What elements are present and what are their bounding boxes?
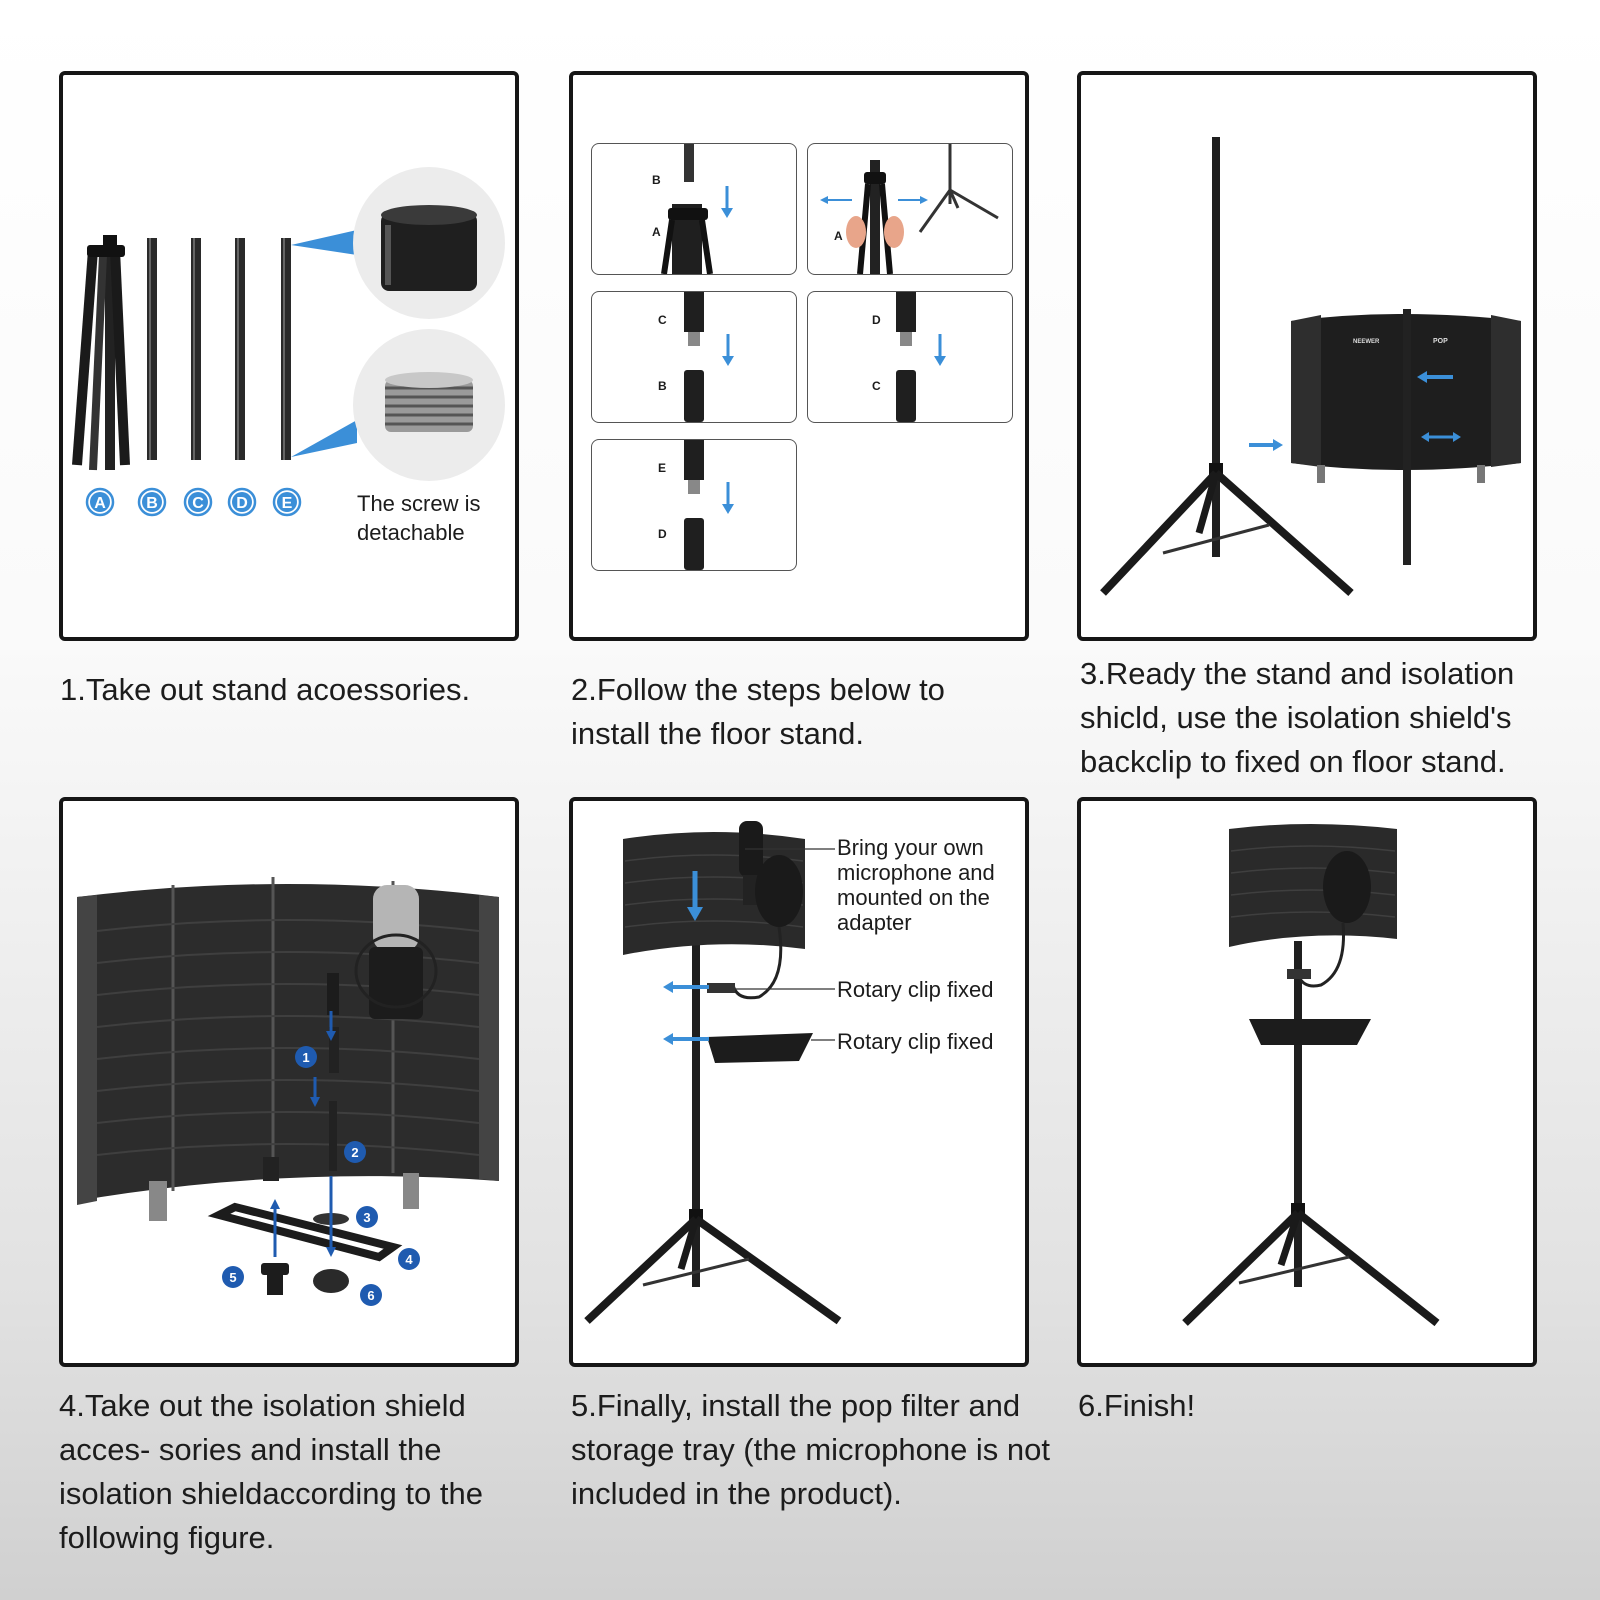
step6-caption: 6.Finish! xyxy=(1078,1388,1196,1423)
shield-model-text: POP xyxy=(1433,338,1448,345)
foam-shield-image xyxy=(1229,824,1397,947)
step4-panel: 1 2 3 4 5 6 xyxy=(59,797,519,1367)
pole-e xyxy=(281,238,291,460)
mic-callout-line4: adapter xyxy=(837,910,912,935)
step2-subpanel-4: D C xyxy=(807,291,1013,423)
step5-panel: Bring your own microphone and mounted on… xyxy=(569,797,1029,1367)
pop-filter-image xyxy=(1297,851,1371,988)
label-top: E xyxy=(658,461,666,475)
part-badge-c: C xyxy=(183,487,213,517)
screw-note-line2: detachable xyxy=(357,520,465,545)
label-bottom: A xyxy=(652,225,661,239)
step3-panel: NEEWER POP xyxy=(1077,71,1537,641)
label-top: C xyxy=(658,313,667,327)
svg-text:6: 6 xyxy=(367,1288,374,1303)
svg-text:D: D xyxy=(236,495,248,512)
step5-caption: 5.Finally, install the pop filter and st… xyxy=(571,1388,1051,1511)
label-top: B xyxy=(652,173,661,187)
callout-badge-2: 2 xyxy=(344,1141,366,1163)
label-bottom: A xyxy=(834,229,843,243)
pole-c xyxy=(191,238,201,460)
callout-leaders xyxy=(735,848,835,1041)
storage-tray-image xyxy=(707,1033,813,1063)
mic-callout-line1: Bring your own xyxy=(837,835,984,860)
shield-brand-text: NEEWER xyxy=(1353,339,1380,345)
rotary-clip-image xyxy=(1287,969,1311,979)
svg-text:A: A xyxy=(94,495,106,512)
svg-text:1: 1 xyxy=(302,1050,309,1065)
callout-pointer-bottom xyxy=(291,420,357,457)
callout-badge-4: 4 xyxy=(398,1248,420,1270)
mic-callout-line3: mounted on the xyxy=(837,885,990,910)
mounting-bar-image xyxy=(207,1176,403,1295)
step4-caption: 4.Take out the isolation shield acces- s… xyxy=(59,1388,483,1555)
step1-caption: 1.Take out stand acoessories. xyxy=(60,672,471,707)
finished-stand-image xyxy=(1182,941,1440,1327)
screw-note-line1: The screw is xyxy=(357,491,480,516)
svg-text:B: B xyxy=(146,495,158,512)
pole-d-into-c-image: D C xyxy=(872,292,946,422)
svg-text:E: E xyxy=(282,495,293,512)
svg-text:2: 2 xyxy=(351,1145,358,1160)
part-badge-b: B xyxy=(137,487,167,517)
part-badge-d: D xyxy=(227,487,257,517)
step2-subpanel-3: C B xyxy=(591,291,797,423)
direction-arrows xyxy=(663,871,709,1045)
foam-shield-image xyxy=(77,877,499,1221)
step6-illustration xyxy=(1182,824,1440,1327)
step3-illustration: NEEWER POP xyxy=(1100,137,1521,596)
mount-rod-image xyxy=(310,973,339,1171)
svg-text:C: C xyxy=(192,495,204,512)
label-bottom: B xyxy=(658,379,667,393)
assembled-stand-image xyxy=(584,891,842,1325)
step6-panel xyxy=(1077,797,1537,1367)
svg-text:4: 4 xyxy=(405,1252,413,1267)
clip1-callout: Rotary clip fixed xyxy=(837,977,994,1002)
label-top: D xyxy=(872,313,881,327)
step2-subpanel-5: E D xyxy=(591,439,797,571)
step2-subpanel-1: B A xyxy=(591,143,797,275)
step2-subpanel-2: A xyxy=(807,143,1013,275)
step1-illustration: A B C D E The screw is detachable xyxy=(72,167,505,545)
callout-badge-1: 1 xyxy=(295,1046,317,1068)
svg-text:3: 3 xyxy=(363,1210,370,1225)
callout-badge-3: 3 xyxy=(356,1206,378,1228)
pole-e-into-d-image: E D xyxy=(658,440,734,570)
rotary-clip-image xyxy=(707,983,735,993)
pole-cap-zoom-image xyxy=(353,167,505,319)
tripod-base-illustration xyxy=(72,235,130,471)
step2-caption: 2.Follow the steps below to install the … xyxy=(571,672,945,751)
callout-pointer-top xyxy=(291,230,357,255)
pole-b-into-base-image: B A xyxy=(652,144,733,274)
pole-d xyxy=(235,238,245,460)
step1-panel: A B C D E The screw is detachable xyxy=(59,71,519,641)
callout-badge-6: 6 xyxy=(360,1284,382,1306)
pole-b xyxy=(147,238,157,460)
label-bottom: C xyxy=(872,379,881,393)
part-badge-e: E xyxy=(272,487,302,517)
step5-illustration: Bring your own microphone and mounted on… xyxy=(584,821,995,1325)
storage-tray-image xyxy=(1249,1019,1371,1045)
mic-callout-line2: microphone and xyxy=(837,860,995,885)
screw-thread-zoom-image xyxy=(353,329,505,481)
spread-tripod-legs-image: A xyxy=(820,144,999,274)
microphone-image xyxy=(354,885,438,1019)
clip2-callout: Rotary clip fixed xyxy=(837,1029,994,1054)
pole-c-into-b-image: C B xyxy=(658,292,734,422)
step4-illustration: 1 2 3 4 5 6 xyxy=(77,877,499,1306)
callout-badge-5: 5 xyxy=(222,1266,244,1288)
part-badge-a: A xyxy=(85,487,115,517)
floor-stand-image xyxy=(1100,137,1354,596)
label-bottom: D xyxy=(658,527,667,541)
pop-filter-image xyxy=(731,855,803,1000)
step3-caption: 3.Ready the stand and isolation shicld, … xyxy=(1080,656,1515,779)
step2-panel: B A A C xyxy=(569,71,1029,641)
isolation-shield-image: NEEWER POP xyxy=(1291,309,1521,565)
svg-text:5: 5 xyxy=(229,1270,236,1285)
direction-arrows xyxy=(1249,371,1461,451)
